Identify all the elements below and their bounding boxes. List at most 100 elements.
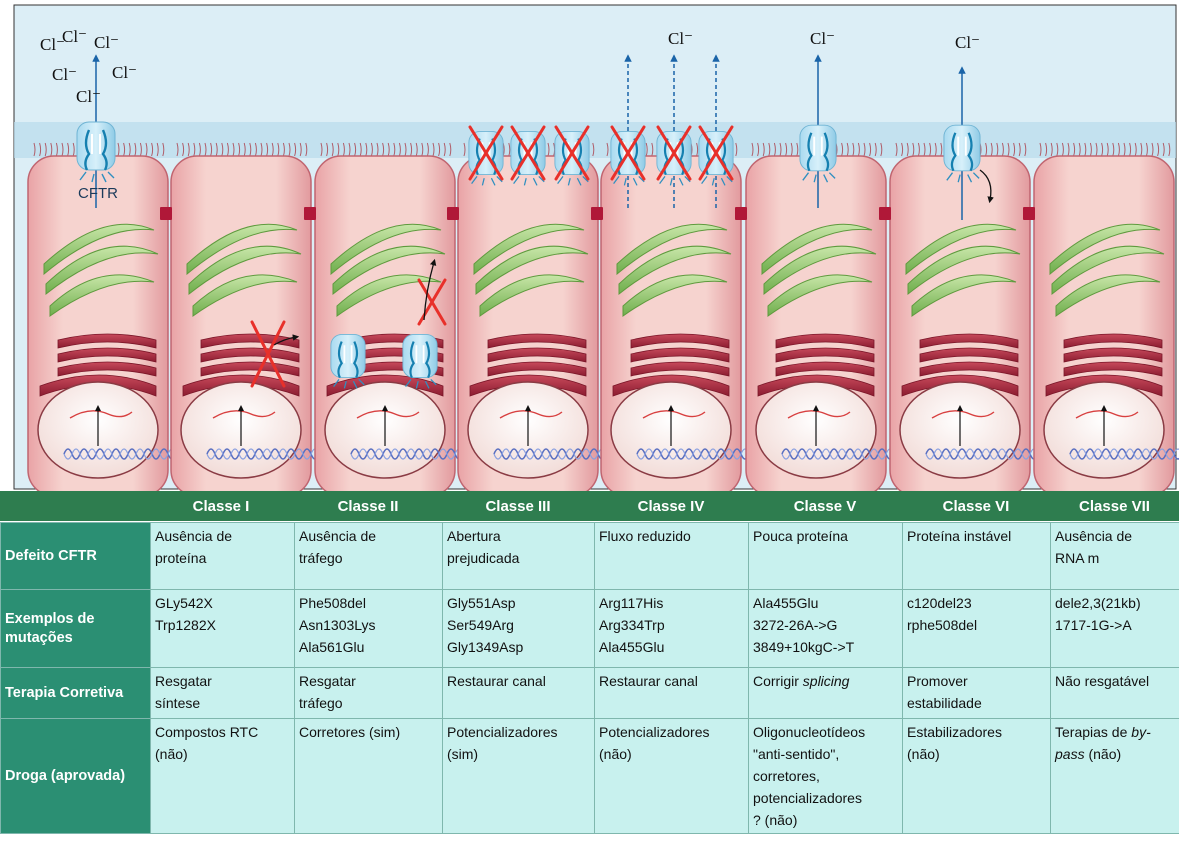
cell-text: Ala455Glu — [753, 592, 898, 614]
epithelial-cell — [890, 143, 1054, 491]
cell-text: ? (não) — [753, 809, 898, 831]
cell-text: corretores, — [753, 765, 898, 787]
cell-text: Compostos RTC — [155, 721, 290, 743]
cell-text: Ausência de — [1055, 525, 1175, 547]
channel-body — [403, 334, 437, 377]
row-header: Terapia Corretiva — [1, 668, 151, 719]
cell-text: tráfego — [299, 547, 438, 569]
cell-text: Corretores (sim) — [299, 721, 438, 743]
cell-text: prejudicada — [447, 547, 590, 569]
table-cell: Proteína instável — [903, 523, 1051, 590]
cell-text: Oligonucleotídeos — [753, 721, 898, 743]
class-header-1: Classe I — [150, 498, 292, 515]
cell-text: Proteína instável — [907, 525, 1046, 547]
cell-text: Phe508del — [299, 592, 438, 614]
table-cell: Ausência detráfego — [295, 523, 443, 590]
chloride-label: Cl⁻ — [62, 27, 87, 46]
cell-text: Estabilizadores — [907, 721, 1046, 743]
cell-text: Arg117His — [599, 592, 744, 614]
tight-junction — [447, 207, 459, 220]
cell-text: Promover — [907, 670, 1046, 692]
cell-text: Restaurar canal — [599, 670, 744, 692]
cell-text: Não resgatável — [1055, 670, 1175, 692]
class-header-5: Classe V — [748, 498, 902, 515]
table-cell: Fluxo reduzido — [595, 523, 749, 590]
table-row: Exemplos de mutaçõesGLy542XTrp1282XPhe50… — [1, 590, 1179, 668]
chloride-label: Cl⁻ — [668, 29, 693, 48]
cell-text: potencializadores — [753, 787, 898, 809]
row-header: Defeito CFTR — [1, 523, 151, 590]
cell-text: Ausência de — [299, 525, 438, 547]
table-cell: Terapias de by-pass (não) — [1051, 719, 1179, 834]
class-header-3: Classe III — [442, 498, 594, 515]
table-cell: Compostos RTC(não) — [151, 719, 295, 834]
epithelial-cell — [315, 143, 479, 491]
chloride-label: Cl⁻ — [955, 33, 980, 52]
cell-text: GLy542X — [155, 592, 290, 614]
table-cell: Restaurar canal — [443, 668, 595, 719]
tight-junction — [160, 207, 172, 220]
cell-text: (não) — [907, 743, 1046, 765]
cell-text: 1717-1G->A — [1055, 614, 1175, 636]
table-cell: Arg117HisArg334TrpAla455Glu — [595, 590, 749, 668]
cell-text: Fluxo reduzido — [599, 525, 744, 547]
cell-text: Ser549Arg — [447, 614, 590, 636]
cell-text: 3272-26A->G — [753, 614, 898, 636]
class-header-6: Classe VI — [902, 498, 1050, 515]
chloride-label: Cl⁻ — [112, 63, 137, 82]
epithelial-cell — [601, 143, 765, 491]
table-cell: GLy542XTrp1282X — [151, 590, 295, 668]
cell-text: (não) — [599, 743, 744, 765]
cell-text: RNA m — [1055, 547, 1175, 569]
channel-body — [77, 122, 115, 170]
table-cell: Resgatartráfego — [295, 668, 443, 719]
cell-text: rphe508del — [907, 614, 1046, 636]
table-cell: Corretores (sim) — [295, 719, 443, 834]
table-cell: Oligonucleotídeos"anti-sentido",corretor… — [749, 719, 903, 834]
tight-junction — [591, 207, 603, 220]
cell-text: síntese — [155, 692, 290, 714]
cell-text: Potencializadores — [447, 721, 590, 743]
table-cell: Potencializadores(sim) — [443, 719, 595, 834]
chloride-label: Cl⁻ — [76, 87, 101, 106]
tight-junction — [304, 207, 316, 220]
table-cell: Promoverestabilidade — [903, 668, 1051, 719]
cell-text: Restaurar canal — [447, 670, 590, 692]
cell-text: (sim) — [447, 743, 590, 765]
channel-body — [331, 334, 365, 377]
table-cell: Restaurar canal — [595, 668, 749, 719]
row-header: Droga (aprovada) — [1, 719, 151, 834]
epithelial-cell — [171, 143, 335, 491]
cftr-label: CFTR — [78, 185, 118, 202]
cell-text: (não) — [155, 743, 290, 765]
channel-body — [800, 125, 836, 171]
chloride-label: Cl⁻ — [94, 33, 119, 52]
cell-text: Ausência de — [155, 525, 290, 547]
cell-text: Potencializadores — [599, 721, 744, 743]
cell-text: Terapias de by- — [1055, 721, 1175, 743]
epithelial-cell — [746, 143, 910, 491]
tight-junction — [1023, 207, 1035, 220]
cell-text: dele2,3(21kb) — [1055, 592, 1175, 614]
table-row: Droga (aprovada)Compostos RTC(não)Corret… — [1, 719, 1179, 834]
table-cell: Estabilizadores(não) — [903, 719, 1051, 834]
cftr-classes-table: Defeito CFTRAusência deproteínaAusência … — [0, 522, 1179, 834]
cftr-classes-diagram: Cl⁻Cl⁻Cl⁻Cl⁻Cl⁻Cl⁻CFTRCl⁻Cl⁻Cl⁻ — [0, 0, 1179, 491]
table-cell: Não resgatável — [1051, 668, 1179, 719]
cell-text: c120del23 — [907, 592, 1046, 614]
table-cell: Pouca proteína — [749, 523, 903, 590]
cell-text: Arg334Trp — [599, 614, 744, 636]
cell-text: pass (não) — [1055, 743, 1175, 765]
table-cell: Resgatarsíntese — [151, 668, 295, 719]
table-cell: Phe508delAsn1303LysAla561Glu — [295, 590, 443, 668]
channel-body — [944, 125, 980, 171]
cell-text: Resgatar — [155, 670, 290, 692]
cell-text: Resgatar — [299, 670, 438, 692]
cell-text: tráfego — [299, 692, 438, 714]
class-header-bar: Classe I Classe II Classe III Classe IV … — [0, 491, 1179, 521]
epithelial-cell — [458, 143, 622, 491]
